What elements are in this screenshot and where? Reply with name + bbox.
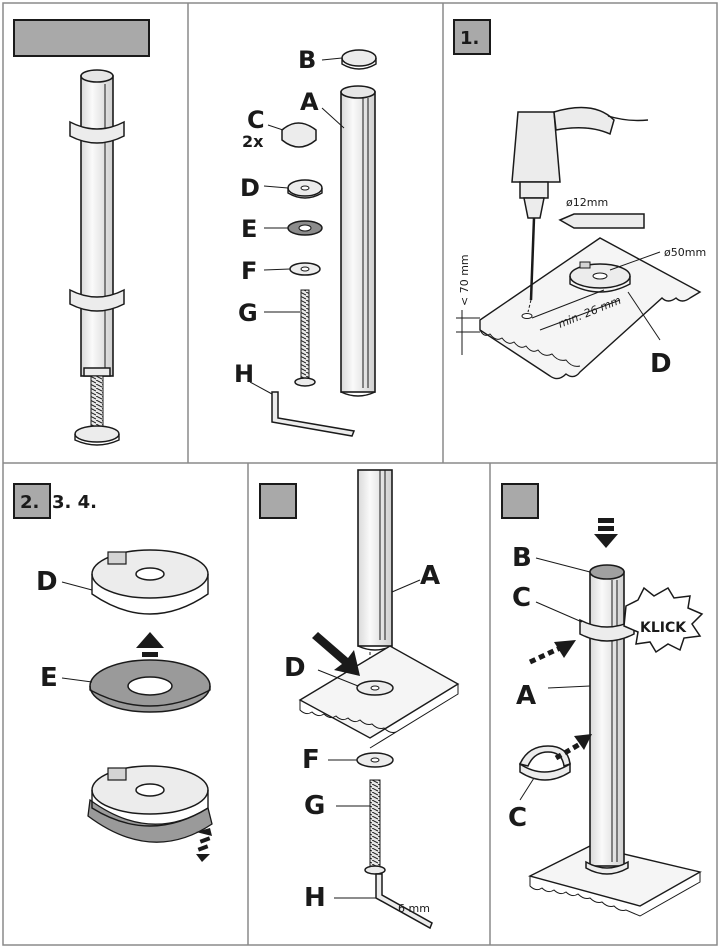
base-diameter: ø50mm: [664, 246, 706, 259]
clip-upper: [69, 120, 125, 144]
adhesive-pad-e: [89, 659, 211, 713]
step-number: 1.: [460, 28, 479, 49]
step-box-blank: [501, 483, 539, 519]
part-e-pad: [287, 220, 323, 236]
label-b: B: [512, 543, 532, 573]
peel-arrow-icon: [196, 828, 212, 862]
label-c-top: C: [512, 583, 531, 613]
label-b: B: [298, 46, 316, 74]
tube-a: [585, 571, 629, 875]
label-d: D: [36, 567, 58, 597]
max-depth: < 70 mm: [458, 254, 471, 306]
arrow-right-icon: [528, 640, 576, 665]
click-burst-icon: [623, 586, 704, 654]
label-d: D: [240, 174, 260, 202]
part-b-cap: [341, 49, 377, 70]
drill-diameter: ø12mm: [566, 196, 608, 209]
base-with-pad: [87, 765, 213, 843]
label-c-qty: 2x: [242, 132, 264, 151]
tube-a: [357, 469, 393, 676]
label-g: G: [238, 299, 258, 327]
panel-parts: B A C 2x D E F G H: [234, 46, 377, 437]
panel-overview: [13, 19, 150, 446]
arrow-right-icon: [554, 734, 592, 761]
part-c-clip: [281, 122, 317, 148]
step-sequence: 3. 4.: [52, 492, 97, 513]
step-box-2: [13, 483, 51, 519]
label-c: C: [247, 106, 265, 134]
base-disc-d: [91, 549, 209, 615]
arrow-down-right-icon: [312, 632, 360, 676]
tabletop: [479, 237, 702, 380]
step-box-blank: [259, 483, 297, 519]
label-a: A: [420, 561, 440, 591]
cap-b: [589, 564, 625, 580]
step-box-blank: [13, 19, 150, 57]
label-e: E: [40, 663, 58, 693]
panel-step-mounting: A D F G H 6 mm: [259, 469, 460, 930]
label-c-bottom: C: [508, 803, 527, 833]
foot-plate: [74, 425, 120, 443]
part-h-hex-key: [271, 391, 356, 437]
label-a: A: [516, 681, 536, 711]
label-g: G: [304, 791, 325, 821]
clip-c-mounted: [579, 618, 635, 642]
step-number: 2.: [20, 492, 39, 513]
key-size: 6 mm: [398, 902, 430, 915]
base-disc-d: [569, 261, 631, 293]
clip-c-loose: [518, 745, 571, 767]
part-a-tube: [340, 85, 376, 397]
drill-bit-icon: [558, 213, 645, 229]
label-a: A: [300, 88, 319, 116]
klick-text: KLICK: [640, 620, 687, 636]
panel-step-2-3-4: 2. 3. 4. D E: [13, 483, 213, 862]
hex-key-h: [375, 873, 433, 930]
panel-step-cap-clips: B C KLICK A C: [501, 483, 704, 917]
label-e: E: [241, 215, 257, 243]
screw-g: [369, 779, 381, 867]
label-f: F: [302, 745, 320, 775]
assembled-leg-illustration: [69, 69, 125, 446]
part-d-base: [287, 179, 323, 199]
part-g-screw: [294, 289, 316, 387]
panel-step-1-drilling: 1. ø12mm ø50mm: [453, 19, 706, 380]
label-d: D: [284, 653, 306, 683]
step-box-1: [453, 19, 491, 55]
label-f: F: [241, 257, 257, 285]
arrow-down-icon: [594, 518, 618, 548]
label-d: D: [650, 349, 672, 379]
drill-illustration: [511, 106, 649, 313]
clip-lower: [69, 288, 125, 312]
part-f-washer: [289, 262, 321, 276]
label-h: H: [234, 360, 254, 388]
label-h: H: [304, 883, 326, 913]
